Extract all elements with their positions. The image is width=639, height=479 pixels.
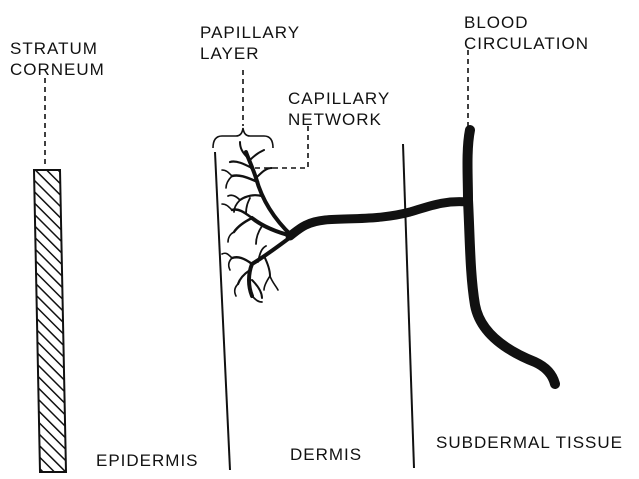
capillary-network-label-line1: CAPILLARY <box>288 88 390 109</box>
blood-circulation-label: BLOOD CIRCULATION <box>464 12 589 54</box>
capillary-network-label: CAPILLARY NETWORK <box>288 88 390 130</box>
stratum-corneum-band <box>34 170 66 472</box>
papillary-layer-label: PAPILLARY LAYER <box>200 22 300 64</box>
stratum-corneum-label-line2: CORNEUM <box>10 59 105 80</box>
blood-circulation-label-line2: CIRCULATION <box>464 33 589 54</box>
stratum-corneum-label: STRATUM CORNEUM <box>10 38 105 80</box>
capillary-network-label-line2: NETWORK <box>288 109 390 130</box>
dermis-label: DERMIS <box>290 444 362 465</box>
blood-circulation-label-line1: BLOOD <box>464 12 589 33</box>
subdermal-tissue-label: SUBDERMAL TISSUE <box>436 432 623 453</box>
capillary-network-leader <box>250 126 308 168</box>
epidermis-dermis-boundary <box>215 152 230 470</box>
stratum-corneum-label-line1: STRATUM <box>10 38 105 59</box>
papillary-layer-bracket <box>213 70 273 148</box>
dermis-subdermal-boundary <box>403 144 414 468</box>
epidermis-label: EPIDERMIS <box>96 450 199 471</box>
capillary-network <box>222 142 292 302</box>
papillary-layer-label-line2: LAYER <box>200 43 300 64</box>
papillary-layer-label-line1: PAPILLARY <box>200 22 300 43</box>
blood-vessel <box>290 130 555 384</box>
